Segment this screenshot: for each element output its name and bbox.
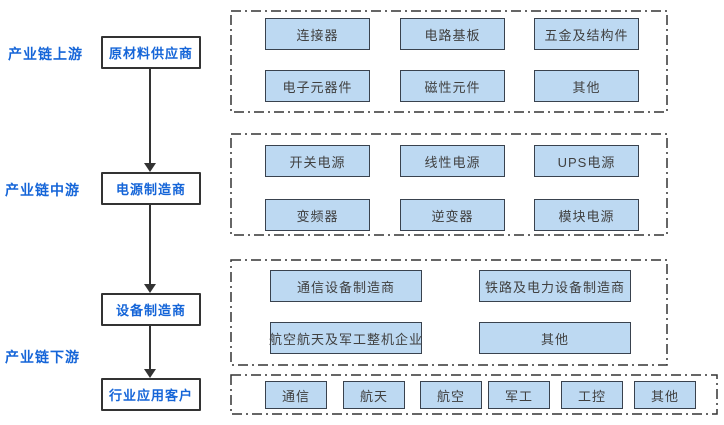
chain-item: 航空航天及军工整机企业 [269, 322, 422, 354]
flow-node-equipment-manufacturer: 设备制造商 [101, 293, 201, 326]
flow-node-power-supply-manufacturer: 电源制造商 [101, 172, 201, 205]
chain-item: 航空 [420, 381, 482, 409]
midstream-products-group: 开关电源 线性电源 UPS电源 变频器 逆变器 模块电源 [230, 133, 668, 236]
equipment-makers-group: 通信设备制造商 铁路及电力设备制造商 航空航天及军工整机企业 其他 [230, 259, 668, 366]
flow-node-label: 设备制造商 [115, 303, 186, 318]
flow-node-industry-customer: 行业应用客户 [101, 378, 201, 411]
chain-item: 通信 [265, 381, 327, 409]
chain-item: 五金及结构件 [534, 18, 639, 50]
dash-dot-border [230, 374, 718, 415]
arrow-down-icon [144, 369, 156, 378]
chain-item: 开关电源 [265, 145, 370, 177]
arrow-down-icon [144, 284, 156, 293]
chain-item: 磁性元件 [400, 70, 505, 102]
application-fields-group: 通信 航天 航空 军工 工控 其他 [230, 374, 718, 415]
chain-item: 其他 [634, 381, 696, 409]
chain-item: 军工 [488, 381, 550, 409]
chain-item: 工控 [561, 381, 623, 409]
chain-item: 模块电源 [534, 199, 639, 231]
stage-label-midstream: 产业链中游 [5, 182, 80, 198]
chain-item: 线性电源 [400, 145, 505, 177]
flow-node-raw-material-supplier: 原材料供应商 [101, 36, 201, 69]
flow-node-label: 原材料供应商 [108, 46, 193, 61]
chain-item: 其他 [534, 70, 639, 102]
flow-connector-line [149, 205, 151, 284]
chain-item: 连接器 [265, 18, 370, 50]
chain-item: 其他 [479, 322, 631, 354]
dash-dot-border [230, 10, 668, 113]
flow-connector-line [149, 326, 151, 369]
flow-connector-line [149, 69, 151, 163]
arrow-down-icon [144, 163, 156, 172]
upstream-materials-group: 连接器 电路基板 五金及结构件 电子元器件 磁性元件 其他 [230, 10, 668, 113]
dash-dot-border [230, 259, 668, 366]
chain-item: 电子元器件 [265, 70, 370, 102]
flow-node-label: 电源制造商 [115, 182, 186, 197]
chain-item: UPS电源 [534, 145, 639, 177]
chain-item: 通信设备制造商 [270, 270, 422, 302]
chain-item: 铁路及电力设备制造商 [479, 270, 631, 302]
dash-dot-border [230, 133, 668, 236]
chain-item: 航天 [343, 381, 405, 409]
stage-label-downstream: 产业链下游 [5, 349, 80, 365]
stage-label-upstream: 产业链上游 [8, 46, 83, 62]
chain-item: 逆变器 [400, 199, 505, 231]
flow-node-label: 行业应用客户 [108, 388, 193, 403]
chain-item: 电路基板 [400, 18, 505, 50]
chain-item: 变频器 [265, 199, 370, 231]
